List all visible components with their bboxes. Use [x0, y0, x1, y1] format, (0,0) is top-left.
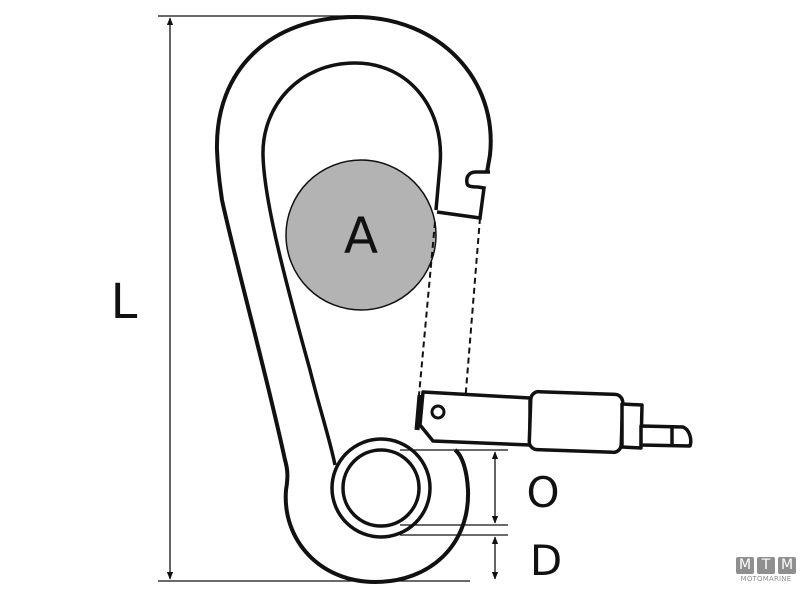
eye-ring: [330, 437, 432, 539]
label-d: D: [530, 536, 562, 585]
hook-outer-outline: [214, 14, 493, 585]
label-l: L: [111, 274, 138, 330]
logo-letter-1: M: [736, 557, 754, 574]
wire-diameter-dimension: D: [400, 534, 562, 585]
hook-inner-outline: [261, 61, 443, 466]
motomarine-logo: M T M MOTOMARINE: [733, 557, 799, 583]
screw-gate: [414, 389, 693, 455]
eye-inner-dimension: O: [400, 449, 560, 526]
label-o: O: [526, 468, 559, 517]
label-a: A: [344, 207, 378, 265]
hook-nose-notch: [436, 170, 490, 220]
gate-opening-circle: A: [285, 159, 437, 311]
logo-brand-text: MOTOMARINE: [740, 575, 792, 583]
logo-letter-3: M: [778, 557, 796, 574]
length-dimension: [158, 15, 470, 582]
logo-letter-2: T: [757, 557, 775, 574]
